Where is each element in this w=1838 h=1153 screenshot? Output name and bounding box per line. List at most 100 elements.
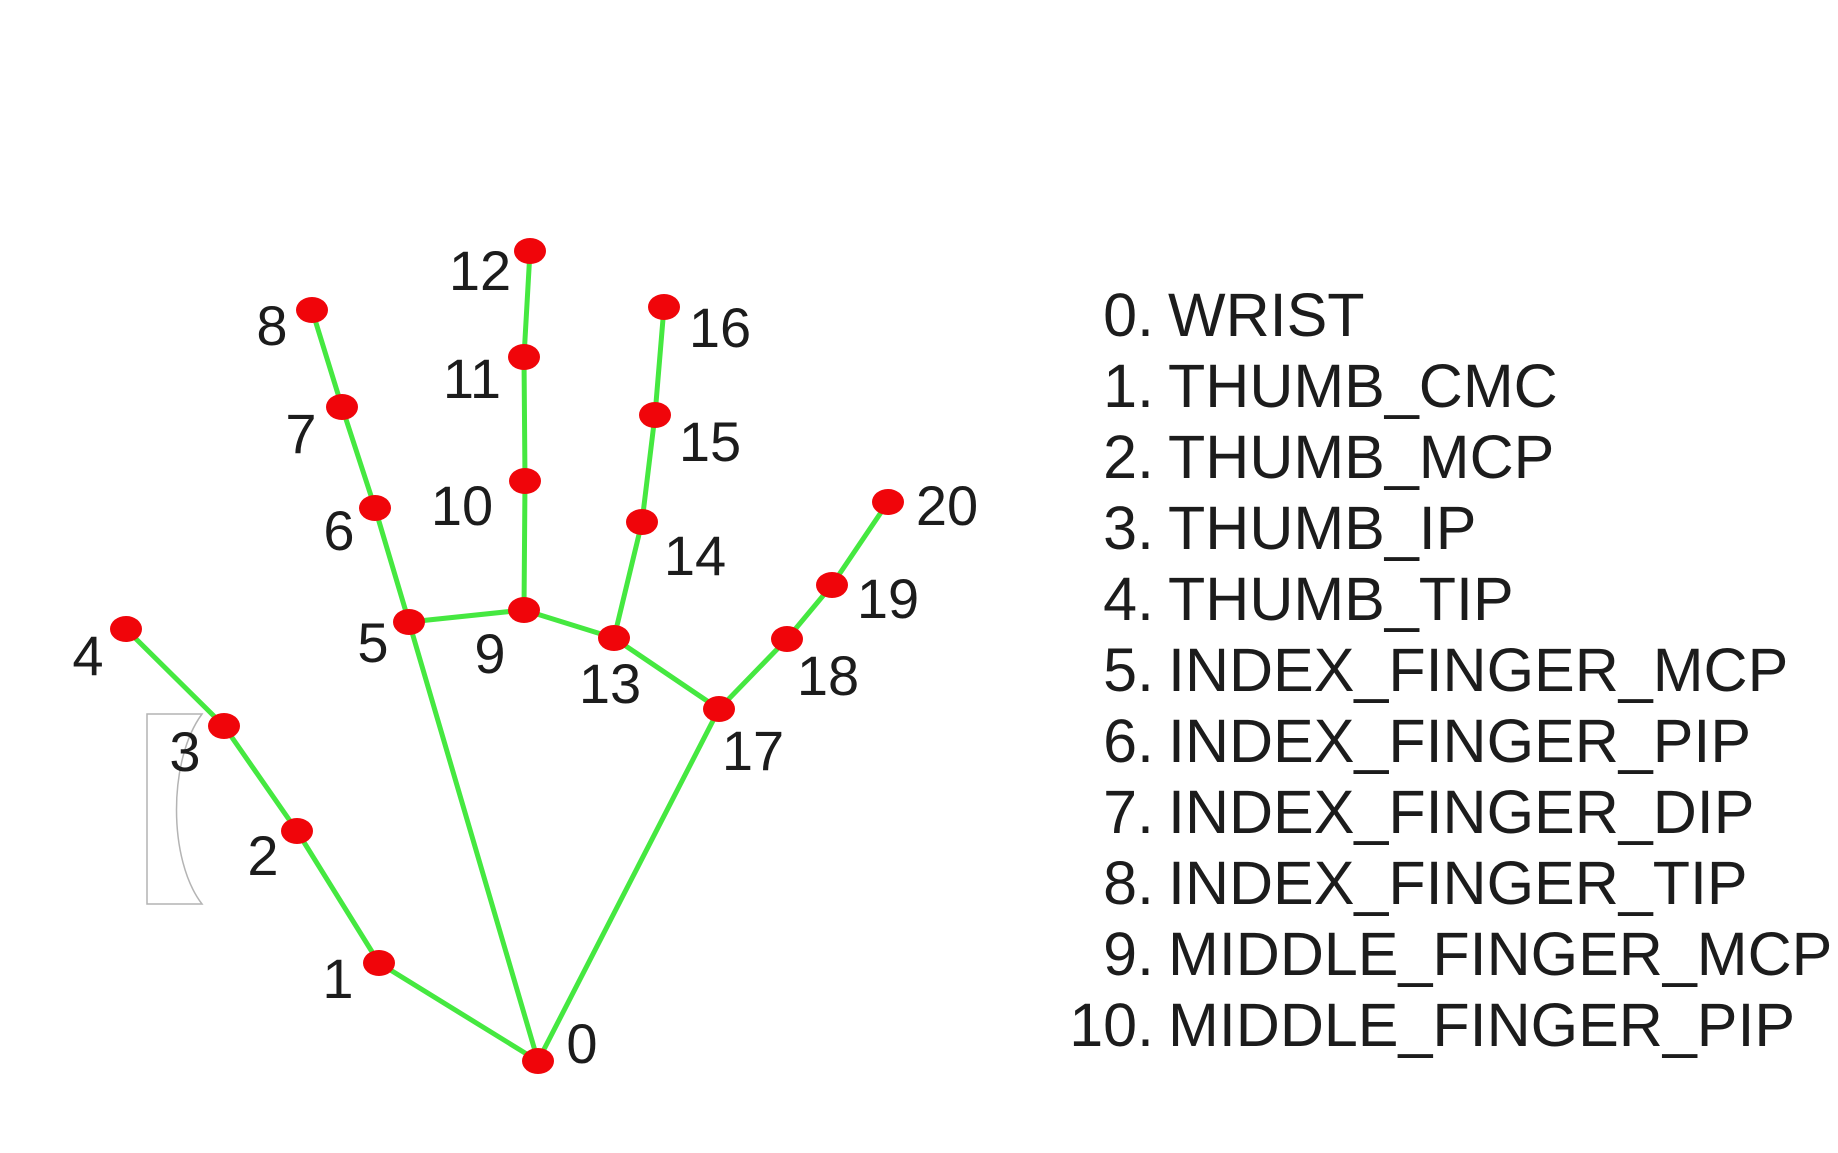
connection-13-14 (611, 519, 645, 641)
landmark-point-13 (598, 625, 630, 651)
landmark-point-7 (326, 394, 358, 420)
connection-5-6 (372, 505, 412, 625)
landmark-label-0: 0 (566, 1012, 597, 1075)
legend-number: 6. (1103, 707, 1154, 775)
legend-number: 1. (1103, 352, 1154, 420)
landmark-label-15: 15 (679, 410, 741, 473)
landmark-label-20: 20 (916, 474, 978, 537)
landmark-point-8 (296, 297, 328, 323)
landmark-label-16: 16 (689, 296, 751, 359)
legend-item: 10.MIDDLE_FINGER_PIP (1052, 990, 1832, 1061)
legend-landmark-name: THUMB_CMC (1168, 352, 1558, 420)
connection-5-9 (406, 607, 527, 625)
legend-item: 0.WRIST (1052, 280, 1832, 351)
landmark-label-2: 2 (247, 824, 278, 887)
landmark-point-12 (514, 238, 546, 264)
connection-9-10 (521, 478, 528, 613)
landmark-label-13: 13 (579, 652, 641, 715)
legend-landmark-name: MIDDLE_FINGER_PIP (1168, 991, 1796, 1059)
legend-item: 6.INDEX_FINGER_PIP (1052, 706, 1832, 777)
legend-number: 4. (1103, 565, 1154, 633)
landmark-label-11: 11 (443, 347, 501, 410)
landmark-point-10 (509, 468, 541, 494)
legend-item: 5.INDEX_FINGER_MCP (1052, 635, 1832, 706)
connection-11-12 (521, 248, 533, 360)
legend-item: 3.THUMB_IP (1052, 493, 1832, 564)
connection-19-20 (829, 499, 891, 588)
landmark-point-11 (508, 344, 540, 370)
connection-6-7 (339, 404, 378, 511)
connection-0-17 (535, 706, 722, 1064)
connection-9-13 (521, 607, 617, 641)
connection-15-16 (652, 304, 667, 418)
connection-17-18 (716, 636, 790, 712)
connection-0-1 (376, 960, 541, 1064)
landmark-layer (110, 238, 904, 1074)
landmark-label-4: 4 (72, 624, 103, 687)
landmark-label-10: 10 (431, 474, 493, 537)
landmark-label-3: 3 (169, 720, 200, 783)
landmark-label-5: 5 (357, 611, 388, 674)
landmark-point-4 (110, 616, 142, 642)
landmark-label-8: 8 (256, 294, 287, 357)
legend-number: 9. (1103, 920, 1154, 988)
landmark-label-7: 7 (285, 402, 316, 465)
legend-number: 7. (1103, 778, 1154, 846)
connection-1-2 (294, 828, 382, 966)
landmark-point-20 (872, 489, 904, 515)
landmark-label-9: 9 (474, 622, 505, 685)
legend-landmark-name: THUMB_IP (1168, 494, 1477, 562)
landmark-point-1 (363, 950, 395, 976)
landmark-point-2 (281, 818, 313, 844)
connection-layer (123, 248, 891, 1064)
white-occluding-shape (146, 713, 204, 905)
landmark-label-19: 19 (857, 567, 919, 630)
landmark-point-15 (639, 402, 671, 428)
connection-14-15 (639, 412, 658, 525)
landmark-point-5 (393, 609, 425, 635)
legend-landmark-name: INDEX_FINGER_TIP (1168, 849, 1748, 917)
landmark-point-0 (522, 1048, 554, 1074)
landmark-point-18 (771, 626, 803, 652)
landmark-point-3 (208, 713, 240, 739)
legend-number: 3. (1103, 494, 1154, 562)
landmark-point-14 (626, 509, 658, 535)
landmark-point-19 (816, 572, 848, 598)
legend-landmark-name: THUMB_TIP (1168, 565, 1514, 633)
landmark-point-9 (508, 597, 540, 623)
legend-item: 7.INDEX_FINGER_DIP (1052, 777, 1832, 848)
legend-item: 9.MIDDLE_FINGER_MCP (1052, 919, 1832, 990)
landmark-point-6 (359, 495, 391, 521)
connection-7-8 (309, 307, 345, 410)
landmark-label-6: 6 (323, 499, 354, 562)
connection-13-17 (611, 635, 722, 712)
legend-item: 8.INDEX_FINGER_TIP (1052, 848, 1832, 919)
connection-3-4 (123, 626, 227, 729)
legend-landmark-name: INDEX_FINGER_PIP (1168, 707, 1752, 775)
legend-item: 1.THUMB_CMC (1052, 351, 1832, 422)
legend-number: 0. (1103, 281, 1154, 349)
legend-item: 2.THUMB_MCP (1052, 422, 1832, 493)
legend-landmark-name: WRIST (1168, 281, 1365, 349)
legend-item: 4.THUMB_TIP (1052, 564, 1832, 635)
legend-landmark-name: INDEX_FINGER_DIP (1168, 778, 1755, 846)
occluder-layer (146, 713, 204, 905)
landmark-point-17 (703, 696, 735, 722)
connection-2-3 (221, 723, 300, 834)
landmark-point-16 (648, 294, 680, 320)
legend-landmark-name: MIDDLE_FINGER_MCP (1168, 920, 1833, 988)
legend-number: 8. (1103, 849, 1154, 917)
legend-number: 10. (1069, 991, 1154, 1059)
legend-number: 5. (1103, 636, 1154, 704)
legend-number: 2. (1103, 423, 1154, 491)
landmark-label-17: 17 (722, 719, 784, 782)
legend-landmark-name: INDEX_FINGER_MCP (1168, 636, 1789, 704)
landmark-label-12: 12 (449, 239, 511, 302)
landmark-label-18: 18 (797, 644, 859, 707)
connection-0-5 (406, 619, 541, 1064)
landmark-label-1: 1 (322, 947, 353, 1010)
